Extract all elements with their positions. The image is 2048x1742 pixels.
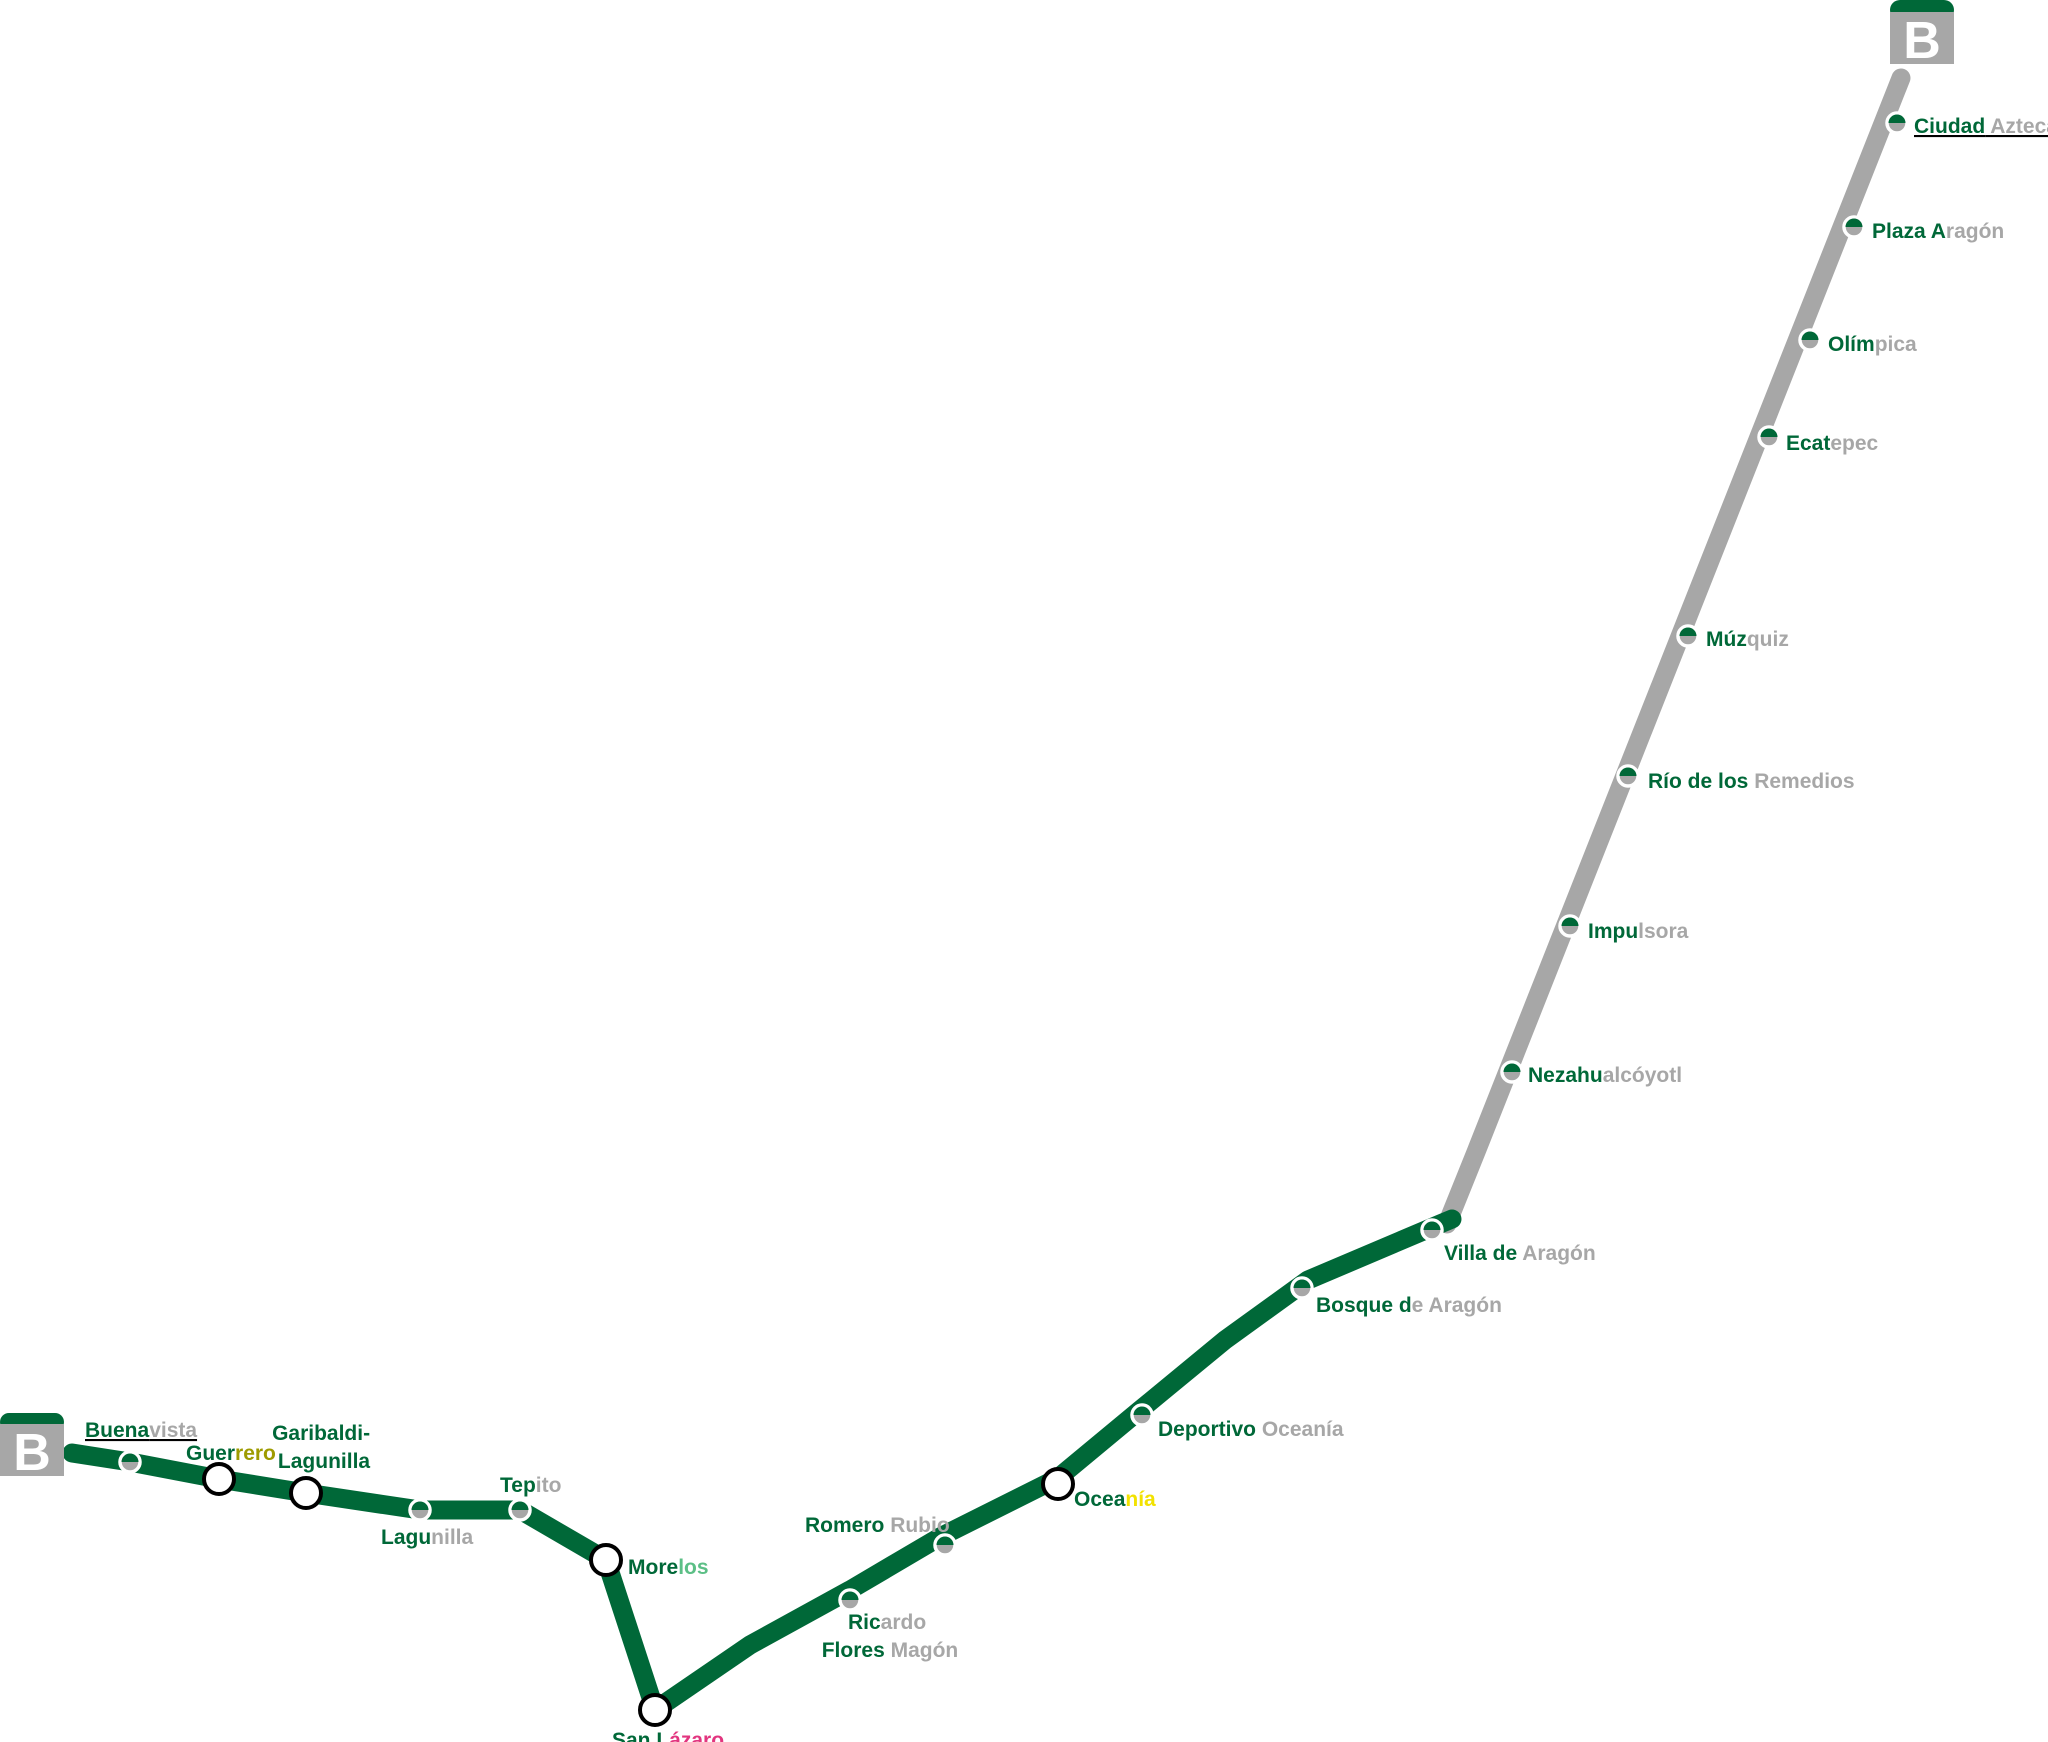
station-marker-ciudad-azteca[interactable] bbox=[1885, 111, 1909, 135]
station-label-romero-rubio[interactable]: Romero Rubio bbox=[805, 1514, 950, 1537]
station-dot-top-half bbox=[1423, 1221, 1441, 1230]
station-dot-top-half bbox=[1561, 917, 1579, 926]
station-marker-impulsora[interactable] bbox=[1558, 914, 1582, 938]
station-label-garibaldi-lagunilla[interactable]: Garibaldi- Lagunilla bbox=[272, 1422, 376, 1473]
station-marker-plaza-aragon[interactable] bbox=[1842, 215, 1866, 239]
station-labels: Buenavista Guerrero Garibaldi- Lagunilla… bbox=[85, 115, 2048, 1742]
station-marker-guerrero[interactable] bbox=[202, 1462, 236, 1496]
station-dot-top-half bbox=[121, 1453, 139, 1462]
transfer-station-circle bbox=[589, 1543, 623, 1577]
station-label-bosque-de-aragon[interactable]: Bosque de Aragón bbox=[1316, 1294, 1502, 1317]
station-marker-garibaldi[interactable] bbox=[289, 1476, 323, 1510]
line-b-logo-east: B bbox=[1890, 0, 1954, 70]
station-dot-top-half bbox=[841, 1591, 859, 1600]
station-marker-muzquiz[interactable] bbox=[1676, 624, 1700, 648]
station-label-ciudad-azteca[interactable]: Ciudad Azteca bbox=[1914, 115, 2048, 138]
line-b-logo-west: B bbox=[0, 1413, 64, 1482]
station-marker-buenavista[interactable] bbox=[118, 1450, 142, 1474]
logo-letter: B bbox=[13, 1424, 51, 1482]
station-label-tepito[interactable]: Tepito bbox=[500, 1474, 561, 1497]
station-label-san-lazaro[interactable]: San Lázaro bbox=[612, 1729, 724, 1742]
logo-gray-body bbox=[1890, 12, 1954, 64]
station-label-guerrero[interactable]: Guerrero bbox=[186, 1442, 276, 1465]
station-dot-top-half bbox=[1801, 331, 1819, 340]
track-green-segment bbox=[62, 1209, 1462, 1720]
logo-gray-body bbox=[0, 1424, 64, 1476]
station-marker-villa-de-aragon[interactable] bbox=[1420, 1218, 1444, 1242]
station-dot-top-half bbox=[1888, 114, 1906, 123]
station-marker-olimpica[interactable] bbox=[1798, 328, 1822, 352]
station-marker-ricardo-flores-magon[interactable] bbox=[838, 1588, 862, 1612]
track-gray-segment bbox=[1437, 68, 1911, 1234]
station-marker-deportivo-oceania[interactable] bbox=[1130, 1403, 1154, 1427]
station-markers bbox=[118, 111, 1909, 1727]
station-dot-top-half bbox=[1760, 428, 1778, 437]
station-marker-morelos[interactable] bbox=[589, 1543, 623, 1577]
station-dot-top-half bbox=[511, 1501, 529, 1510]
station-label-impulsora[interactable]: Impulsora bbox=[1588, 920, 1689, 943]
station-label-morelos[interactable]: Morelos bbox=[628, 1556, 709, 1579]
station-marker-nezahualcoyotl[interactable] bbox=[1500, 1060, 1524, 1084]
station-marker-rio-de-los-remedios[interactable] bbox=[1616, 764, 1640, 788]
station-dot-top-half bbox=[1845, 218, 1863, 227]
station-marker-oceania[interactable] bbox=[1041, 1467, 1075, 1501]
station-label-ricardo-flores-magon[interactable]: Ricardo Flores Magón bbox=[822, 1611, 959, 1662]
station-dot-top-half bbox=[1503, 1063, 1521, 1072]
station-marker-bosque-de-aragon[interactable] bbox=[1290, 1276, 1314, 1300]
logo-letter: B bbox=[1903, 12, 1941, 70]
station-label-lagunilla[interactable]: Lagunilla bbox=[381, 1526, 474, 1549]
transfer-station-circle bbox=[289, 1476, 323, 1510]
station-marker-romero-rubio[interactable] bbox=[933, 1533, 957, 1557]
station-marker-lagunilla[interactable] bbox=[408, 1498, 432, 1522]
station-label-rio-de-los-remedios[interactable]: Río de los Remedios bbox=[1648, 770, 1855, 793]
station-label-nezahualcoyotl[interactable]: Nezahualcóyotl bbox=[1528, 1064, 1682, 1087]
station-label-olimpica[interactable]: Olímpica bbox=[1828, 333, 1917, 356]
transfer-station-circle bbox=[202, 1462, 236, 1496]
station-label-plaza-aragon[interactable]: Plaza Aragón bbox=[1872, 220, 2004, 243]
station-dot-top-half bbox=[1133, 1406, 1151, 1415]
station-label-oceania[interactable]: Oceanía bbox=[1074, 1488, 1156, 1511]
station-label-ecatepec[interactable]: Ecatepec bbox=[1786, 432, 1879, 455]
transfer-station-circle bbox=[1041, 1467, 1075, 1501]
station-label-villa-de-aragon[interactable]: Villa de Aragón bbox=[1444, 1242, 1596, 1265]
station-dot-top-half bbox=[1619, 767, 1637, 776]
station-label-muzquiz[interactable]: Múzquiz bbox=[1706, 628, 1789, 651]
transfer-station-circle bbox=[638, 1693, 672, 1727]
station-label-buenavista[interactable]: Buenavista bbox=[85, 1419, 197, 1442]
station-marker-tepito[interactable] bbox=[508, 1498, 532, 1522]
station-marker-san-lazaro[interactable] bbox=[638, 1693, 672, 1727]
station-label-deportivo-oceania[interactable]: Deportivo Oceanía bbox=[1158, 1418, 1344, 1441]
station-marker-ecatepec[interactable] bbox=[1757, 425, 1781, 449]
station-dot-top-half bbox=[1679, 627, 1697, 636]
station-dot-top-half bbox=[411, 1501, 429, 1510]
station-dot-top-half bbox=[1293, 1279, 1311, 1288]
station-dot-top-half bbox=[936, 1536, 954, 1545]
